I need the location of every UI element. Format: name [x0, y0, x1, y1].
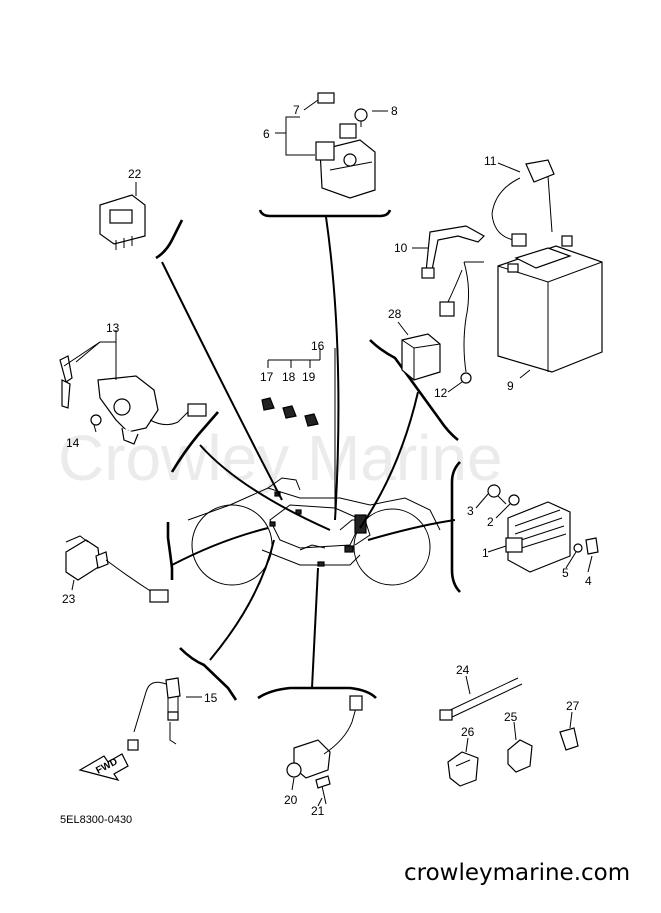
callout-6: 6 — [263, 127, 270, 141]
callout-21: 21 — [311, 804, 325, 818]
callout-15: 15 — [204, 691, 218, 705]
relay-28 — [397, 321, 441, 381]
callout-8: 8 — [391, 104, 398, 118]
callout-labels: 1 2 3 4 5 6 7 8 9 10 11 12 13 14 15 16 1… — [62, 103, 592, 818]
callout-27: 27 — [566, 699, 580, 713]
relay-22 — [99, 182, 146, 250]
callout-20: 20 — [284, 793, 298, 807]
callout-22: 22 — [128, 167, 142, 181]
callout-18: 18 — [282, 370, 296, 384]
callout-3: 3 — [467, 504, 474, 518]
diagram-code: 5EL8300-0430 — [60, 814, 132, 826]
battery-assembly — [412, 159, 603, 393]
leader-lines — [161, 216, 456, 689]
sensor-23 — [65, 535, 169, 603]
callout-25: 25 — [504, 710, 518, 724]
callout-19: 19 — [302, 370, 316, 384]
sensor-20 — [286, 695, 363, 807]
callout-7: 7 — [293, 103, 300, 117]
callout-9: 9 — [507, 379, 514, 393]
callout-12: 12 — [434, 386, 448, 400]
callout-23: 23 — [62, 592, 76, 606]
callout-26: 26 — [461, 725, 475, 739]
callout-5: 5 — [562, 566, 569, 580]
main-switch-assembly — [59, 330, 207, 445]
callout-1: 1 — [482, 546, 489, 560]
bands-clamps — [439, 675, 579, 787]
rectifier-regulator-assembly — [475, 484, 599, 573]
switch-15 — [127, 677, 202, 751]
site-name: crowleymarine.com — [404, 860, 630, 886]
callout-2: 2 — [487, 515, 494, 529]
callout-16: 16 — [311, 339, 325, 353]
forward-arrow-icon: FWD — [78, 753, 129, 781]
callout-11: 11 — [484, 154, 497, 168]
callout-17: 17 — [260, 370, 274, 384]
group-brackets — [155, 209, 461, 701]
callout-4: 4 — [585, 574, 592, 588]
callout-14: 14 — [66, 436, 80, 450]
starter-relay-assembly — [275, 92, 388, 199]
callout-13: 13 — [106, 321, 120, 335]
callout-24: 24 — [456, 663, 470, 677]
fuse-group — [261, 348, 321, 427]
callout-10: 10 — [394, 241, 408, 255]
callout-28: 28 — [388, 307, 402, 321]
